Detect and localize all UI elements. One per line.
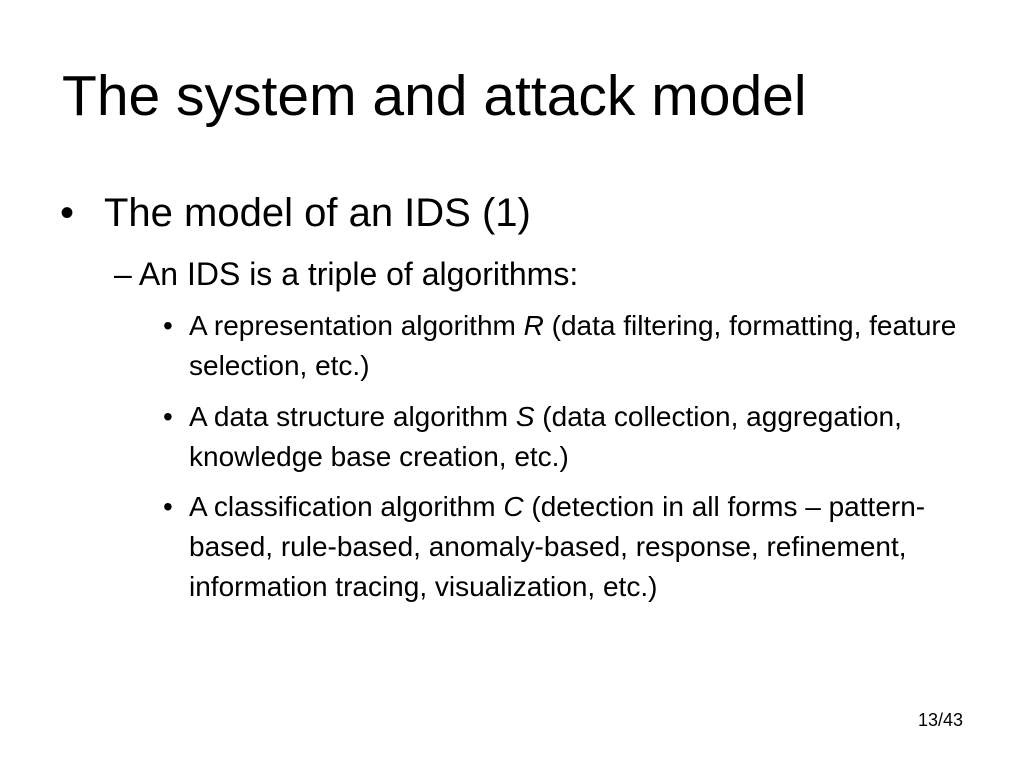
bullet-item-data-structure: • A data structure algorithm S (data col…: [163, 397, 963, 477]
item-suffix: (data filtering, formatting, feature sel…: [189, 310, 957, 381]
bullet-item-text: A classification algorithm C (detection …: [189, 487, 963, 607]
bullet-level2: – An IDS is a triple of algorithms:: [114, 254, 578, 294]
bullet-marker: •: [163, 310, 173, 341]
item-prefix: A data structure algorithm: [189, 401, 516, 432]
item-prefix: A classification algorithm: [189, 491, 504, 522]
item-variable: C: [503, 491, 524, 522]
item-suffix: (data collection, aggregation, knowledge…: [189, 401, 902, 472]
bullet-level1-text: The model of an IDS (1): [104, 191, 531, 235]
item-variable: S: [515, 401, 535, 432]
page-number: 13/43: [918, 710, 964, 730]
slide-title: The system and attack model: [62, 64, 807, 128]
bullet-marker: •: [163, 401, 173, 432]
bullet-item-representation: • A representation algorithm R (data fil…: [163, 306, 963, 386]
dash-marker: –: [114, 256, 132, 292]
bullet-marker: •: [60, 191, 75, 235]
bullet-item-classification: • A classification algorithm C (detectio…: [163, 487, 963, 607]
bullet-marker: •: [163, 491, 173, 522]
bullet-item-text: A data structure algorithm S (data colle…: [189, 397, 963, 477]
item-suffix: (detection in all forms – pattern-based,…: [189, 491, 926, 602]
item-variable: R: [523, 310, 544, 341]
bullet-level1: • The model of an IDS (1): [60, 188, 531, 238]
bullet-item-text: A representation algorithm R (data filte…: [189, 306, 963, 386]
item-prefix: A representation algorithm: [189, 310, 524, 341]
bullet-level2-text: An IDS is a triple of algorithms:: [138, 256, 579, 292]
